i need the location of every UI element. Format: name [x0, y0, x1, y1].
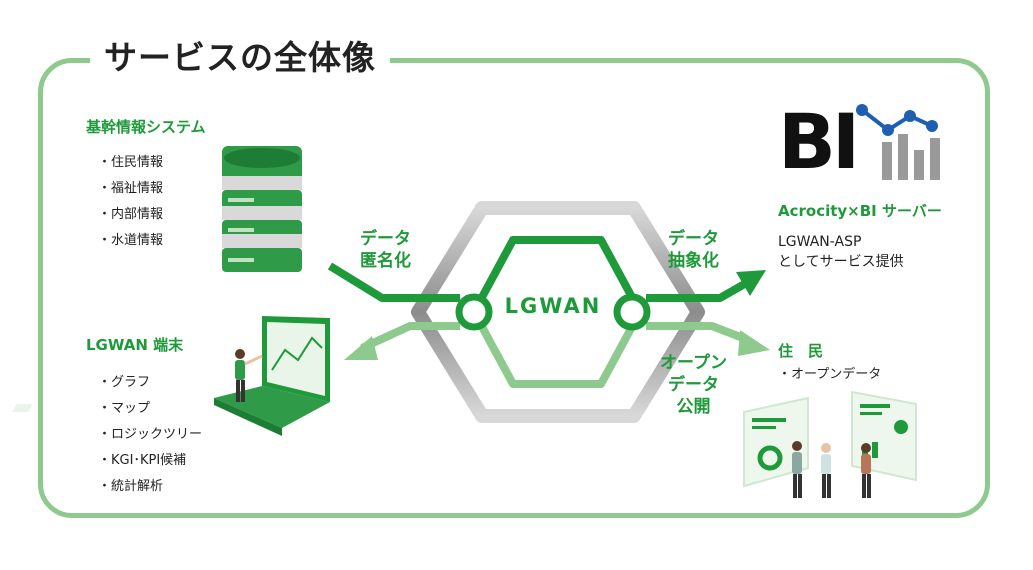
- open-data-flow-line: [646, 322, 750, 344]
- anonymize-flow-line: [327, 262, 460, 302]
- overview-frame: [38, 58, 990, 518]
- right-node: [613, 293, 651, 331]
- list-item: マップ: [98, 396, 202, 422]
- bi-server-description: LGWAN-ASP としてサービス提供: [778, 234, 904, 270]
- terminal-flow-line: [360, 322, 460, 352]
- extract-flow-arrow: [736, 270, 766, 296]
- list-item: 統計解析: [98, 474, 202, 500]
- bi-logo-text: BI: [778, 97, 860, 186]
- left-node: [455, 293, 493, 331]
- list-item: 水道情報: [98, 228, 163, 254]
- bi-logo-chart: [856, 104, 940, 180]
- server-stack-illustration: [222, 146, 302, 272]
- open-data-flow-arrow: [738, 330, 770, 356]
- residents-list: オープンデータ: [778, 362, 881, 388]
- extract-flow-line: [646, 278, 750, 302]
- residents-heading: 住 民: [778, 342, 824, 360]
- list-item: KGI･KPI候補: [98, 448, 202, 474]
- residents-illustration: [743, 390, 917, 498]
- list-item: 福祉情報: [98, 176, 163, 202]
- list-item: 内部情報: [98, 202, 163, 228]
- list-item: オープンデータ: [778, 362, 881, 388]
- lgwan-label: LGWAN: [504, 294, 602, 318]
- anonymize-label: データ 匿名化: [360, 229, 411, 271]
- list-item: ロジックツリー: [98, 422, 202, 448]
- bi-server-heading: Acrocity×BI サーバー: [778, 202, 942, 220]
- outer-hexagon: [411, 201, 705, 423]
- inner-hexagon-bottom: [470, 310, 644, 388]
- page-title: サービスの全体像: [90, 34, 390, 82]
- terminal-list: グラフ マップ ロジックツリー KGI･KPI候補 統計解析: [98, 370, 202, 500]
- laptop-illustration: [12, 316, 330, 436]
- open-data-label: オープン データ 公開: [660, 353, 727, 417]
- core-system-list: 住民情報 福祉情報 内部情報 水道情報: [98, 150, 163, 254]
- terminal-heading: LGWAN 端末: [86, 336, 184, 354]
- list-item: 住民情報: [98, 150, 163, 176]
- list-item: グラフ: [98, 370, 202, 396]
- extract-label: データ 抽象化: [668, 229, 719, 271]
- core-system-heading: 基幹情報システム: [86, 118, 206, 136]
- inner-hexagon-top: [470, 236, 644, 314]
- terminal-flow-arrow: [344, 336, 378, 360]
